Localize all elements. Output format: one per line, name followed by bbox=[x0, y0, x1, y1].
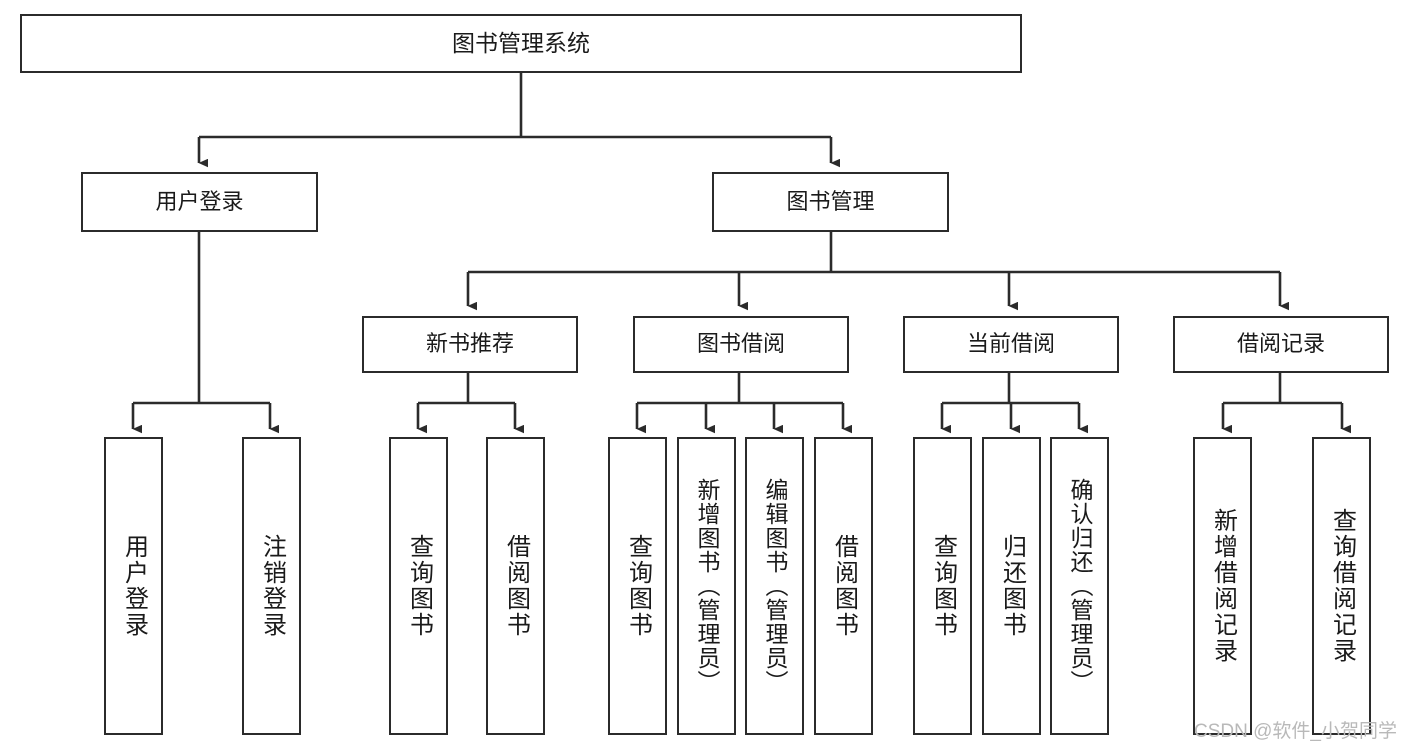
node-leaf-add-book-admin[interactable]: 新增图书（管理员） bbox=[677, 437, 736, 735]
node-root-book-management-system[interactable]: 图书管理系统 bbox=[20, 14, 1022, 73]
node-leaf-borrow-book-recommend-label: 借阅图书 bbox=[502, 534, 530, 638]
node-leaf-confirm-return-admin-label: 确认归还（管理员） bbox=[1067, 478, 1093, 694]
node-current-borrow[interactable]: 当前借阅 bbox=[903, 316, 1119, 373]
node-leaf-query-book-current[interactable]: 查询图书 bbox=[913, 437, 972, 735]
node-book-borrow-label: 图书借阅 bbox=[696, 331, 785, 357]
node-leaf-user-login[interactable]: 用户登录 bbox=[104, 437, 163, 735]
node-leaf-edit-book-admin[interactable]: 编辑图书（管理员） bbox=[745, 437, 804, 735]
node-leaf-query-book-current-label: 查询图书 bbox=[929, 534, 957, 638]
node-leaf-edit-book-admin-label: 编辑图书（管理员） bbox=[762, 478, 788, 694]
node-leaf-confirm-return-admin[interactable]: 确认归还（管理员） bbox=[1050, 437, 1109, 735]
node-leaf-borrow-book-recommend[interactable]: 借阅图书 bbox=[486, 437, 545, 735]
csdn-watermark: CSDN @软件_小贺同学 bbox=[1194, 721, 1397, 742]
node-book-management[interactable]: 图书管理 bbox=[712, 172, 949, 232]
node-leaf-logout-label: 注销登录 bbox=[258, 534, 286, 638]
node-leaf-logout[interactable]: 注销登录 bbox=[242, 437, 301, 735]
node-leaf-return-book-label: 归还图书 bbox=[998, 534, 1026, 638]
node-user-login[interactable]: 用户登录 bbox=[81, 172, 318, 232]
node-leaf-add-borrow-record[interactable]: 新增借阅记录 bbox=[1193, 437, 1252, 735]
node-leaf-query-book-borrow-label: 查询图书 bbox=[624, 534, 652, 638]
node-new-book-recommend-label: 新书推荐 bbox=[425, 331, 514, 357]
node-leaf-query-borrow-record-label: 查询借阅记录 bbox=[1328, 508, 1356, 664]
node-leaf-return-book[interactable]: 归还图书 bbox=[982, 437, 1041, 735]
node-leaf-query-book-recommend[interactable]: 查询图书 bbox=[389, 437, 448, 735]
node-leaf-add-borrow-record-label: 新增借阅记录 bbox=[1209, 508, 1237, 664]
node-book-borrow[interactable]: 图书借阅 bbox=[633, 316, 849, 373]
node-book-management-label: 图书管理 bbox=[786, 188, 875, 214]
node-borrow-record-label: 借阅记录 bbox=[1236, 331, 1325, 357]
node-leaf-query-borrow-record[interactable]: 查询借阅记录 bbox=[1312, 437, 1371, 735]
node-user-login-label: 用户登录 bbox=[155, 188, 244, 214]
node-root-label: 图书管理系统 bbox=[452, 29, 590, 56]
node-new-book-recommend[interactable]: 新书推荐 bbox=[362, 316, 578, 373]
node-leaf-query-book-borrow[interactable]: 查询图书 bbox=[608, 437, 667, 735]
node-current-borrow-label: 当前借阅 bbox=[966, 331, 1055, 357]
node-leaf-user-login-label: 用户登录 bbox=[120, 534, 148, 638]
node-leaf-query-book-recommend-label: 查询图书 bbox=[405, 534, 433, 638]
node-leaf-borrow-book-label: 借阅图书 bbox=[830, 534, 858, 638]
node-leaf-add-book-admin-label: 新增图书（管理员） bbox=[694, 478, 720, 694]
node-leaf-borrow-book[interactable]: 借阅图书 bbox=[814, 437, 873, 735]
node-borrow-record[interactable]: 借阅记录 bbox=[1173, 316, 1389, 373]
